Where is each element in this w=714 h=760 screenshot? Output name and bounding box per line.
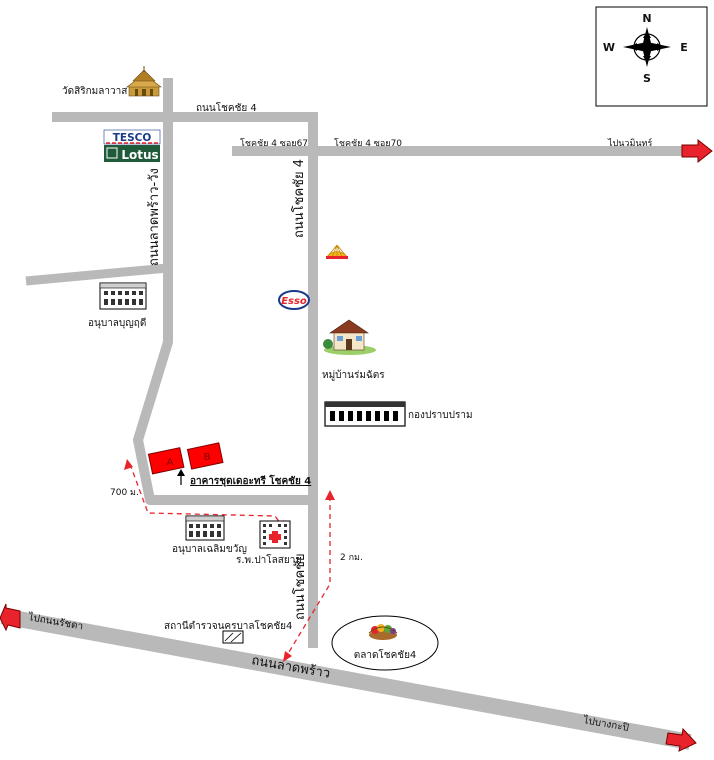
road-ladprao — [0, 608, 692, 750]
distance-700m: 700 ม. — [110, 488, 139, 498]
road-network — [0, 78, 692, 750]
road-label-chokchai4-top: ถนนโชคชัย 4 — [196, 101, 257, 114]
shell-logo — [326, 244, 348, 259]
esso-logo: Esso — [278, 290, 310, 310]
kindergarten2-label: อนุบาลเฉลิมขวัญ — [172, 544, 247, 555]
police-label: สถานีตำรวจนครบาลโชคชัย4 — [164, 619, 292, 632]
building-b-label: B — [204, 452, 211, 463]
road-label-ladprao-wang: ถนนลาดพร้าว-วัง — [147, 168, 162, 266]
tesco-lotus-logo: TESCO Lotus — [103, 129, 161, 162]
road-label-chokchai-lower: ถนนโชคชัย — [292, 553, 308, 620]
lotus-text: Lotus — [121, 148, 158, 162]
compass-east-label: E — [680, 41, 688, 54]
tesco-text: TESCO — [113, 132, 152, 144]
compass-north-label: N — [642, 12, 651, 25]
kindergarten1-label: อนุบาลบุญฤดี — [88, 317, 146, 329]
road-label-chokchai4-vertical: ถนนโชคชัย 4 — [291, 159, 307, 238]
arrow-right-bangkapi-icon — [665, 727, 697, 752]
road-label-soi67: โชคชัย 4 ซอย67 — [240, 138, 308, 149]
market-basket-icon — [368, 624, 398, 640]
route-arrowhead-700m-start — [124, 459, 133, 470]
building-icon — [324, 401, 406, 427]
hospital-label: ร.พ.ปาโลสยาม — [236, 553, 302, 566]
compass-rose-icon — [623, 27, 671, 67]
route-2km — [285, 496, 331, 658]
compass-frame — [595, 6, 708, 107]
market-label: ตลาดโชคชัย4 — [354, 648, 417, 661]
compass-south-label: S — [643, 72, 651, 85]
building-b — [186, 442, 224, 470]
building-a-label: A — [167, 457, 174, 468]
police-station-icon — [222, 630, 244, 644]
market-outline — [331, 615, 439, 671]
target-pointer — [177, 469, 185, 485]
temple-icon — [126, 66, 162, 97]
esso-text: Esso — [281, 296, 307, 307]
compass-west-label: W — [603, 41, 615, 54]
building-icon — [99, 282, 147, 310]
market-area: ตลาดโชคชัย4 — [331, 615, 439, 671]
arrow-right-nawamin-icon — [681, 138, 713, 164]
route-arrowhead-2km-bottom — [283, 651, 292, 662]
suppression-label: กองปราบปราม — [408, 410, 473, 421]
house-icon — [323, 319, 376, 355]
target-buildings: A B — [147, 442, 224, 475]
road-left-branch — [25, 263, 169, 286]
road-ladprao-wang — [133, 78, 308, 505]
road-label-soi70: โชคชัย 4 ซอย70 — [334, 138, 402, 149]
route-arrowhead-2km-top — [325, 490, 335, 500]
hospital-icon — [259, 520, 291, 549]
building-a — [147, 447, 185, 475]
road-label-ladprao: ถนนลาดพร้าว — [250, 653, 331, 682]
building-icon — [185, 515, 225, 541]
temple-label: วัดสิริกมลาวาส — [62, 86, 127, 97]
target-label: อาคารชุดเดอะทรี โชคชัย 4 — [190, 474, 311, 487]
arrow-left-ratchada-icon — [0, 603, 21, 632]
village-label: หมู่บ้านร่มฉัตร — [322, 369, 385, 381]
distance-2km: 2 กม. — [340, 553, 363, 563]
route-lines — [129, 463, 331, 658]
road-label-to-nawamin: ไปนวมินทร์ — [607, 137, 652, 149]
road-end-arrows — [0, 138, 713, 752]
compass-box: N S W E — [595, 6, 708, 107]
